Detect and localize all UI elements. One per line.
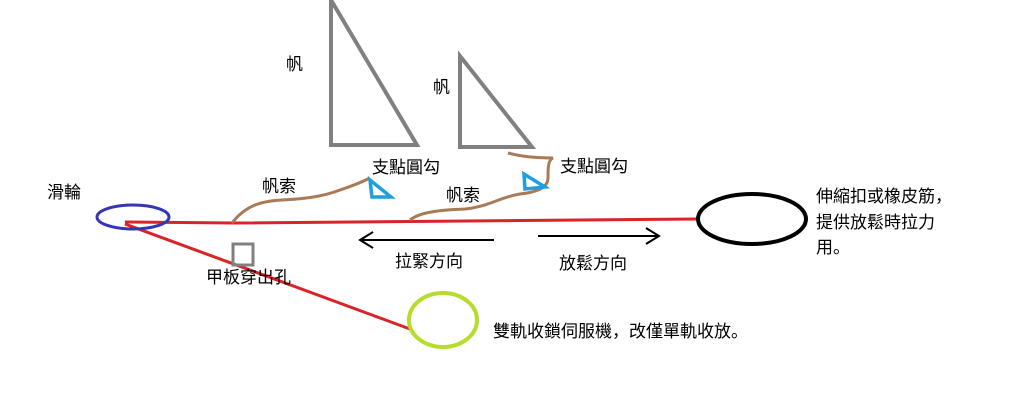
elastic-band-icon xyxy=(696,192,808,246)
pulley-icon xyxy=(95,203,171,231)
label-fulcrum-right: 支點圓勾 xyxy=(560,157,628,177)
sail-right xyxy=(458,50,537,149)
release-arrowhead xyxy=(645,227,661,245)
label-release-direction: 放鬆方向 xyxy=(559,254,627,274)
label-deck-hole: 甲板穿出孔 xyxy=(206,268,291,288)
tighten-arrowhead xyxy=(358,231,374,249)
servo-icon xyxy=(407,291,479,349)
label-sheet-left: 帆索 xyxy=(262,177,296,197)
servo-line xyxy=(124,222,411,331)
deck-hole-icon xyxy=(231,242,255,267)
label-elastic-note-line1: 伸縮扣或橡皮筋， xyxy=(816,187,952,207)
sail-left xyxy=(329,0,421,147)
label-elastic-note-line2: 提供放鬆時拉力 xyxy=(816,213,935,233)
label-elastic-note-line3: 用。 xyxy=(816,238,850,258)
label-sail-left: 帆 xyxy=(286,55,303,75)
label-servo-note: 雙軌收鎖伺服機，改僅單軌收放。 xyxy=(493,322,748,342)
main-control-line xyxy=(124,217,698,225)
fulcrum-hook-right-icon xyxy=(522,170,551,191)
fulcrum-hook-left-icon xyxy=(367,175,396,199)
label-pulley: 滑輪 xyxy=(47,183,81,203)
label-tighten-direction: 拉緊方向 xyxy=(395,252,463,272)
label-fulcrum-left: 支點圓勾 xyxy=(372,158,440,178)
sheet-rope-left xyxy=(230,176,371,224)
label-sheet-right: 帆索 xyxy=(446,186,480,206)
label-sail-right: 帆 xyxy=(433,78,450,98)
